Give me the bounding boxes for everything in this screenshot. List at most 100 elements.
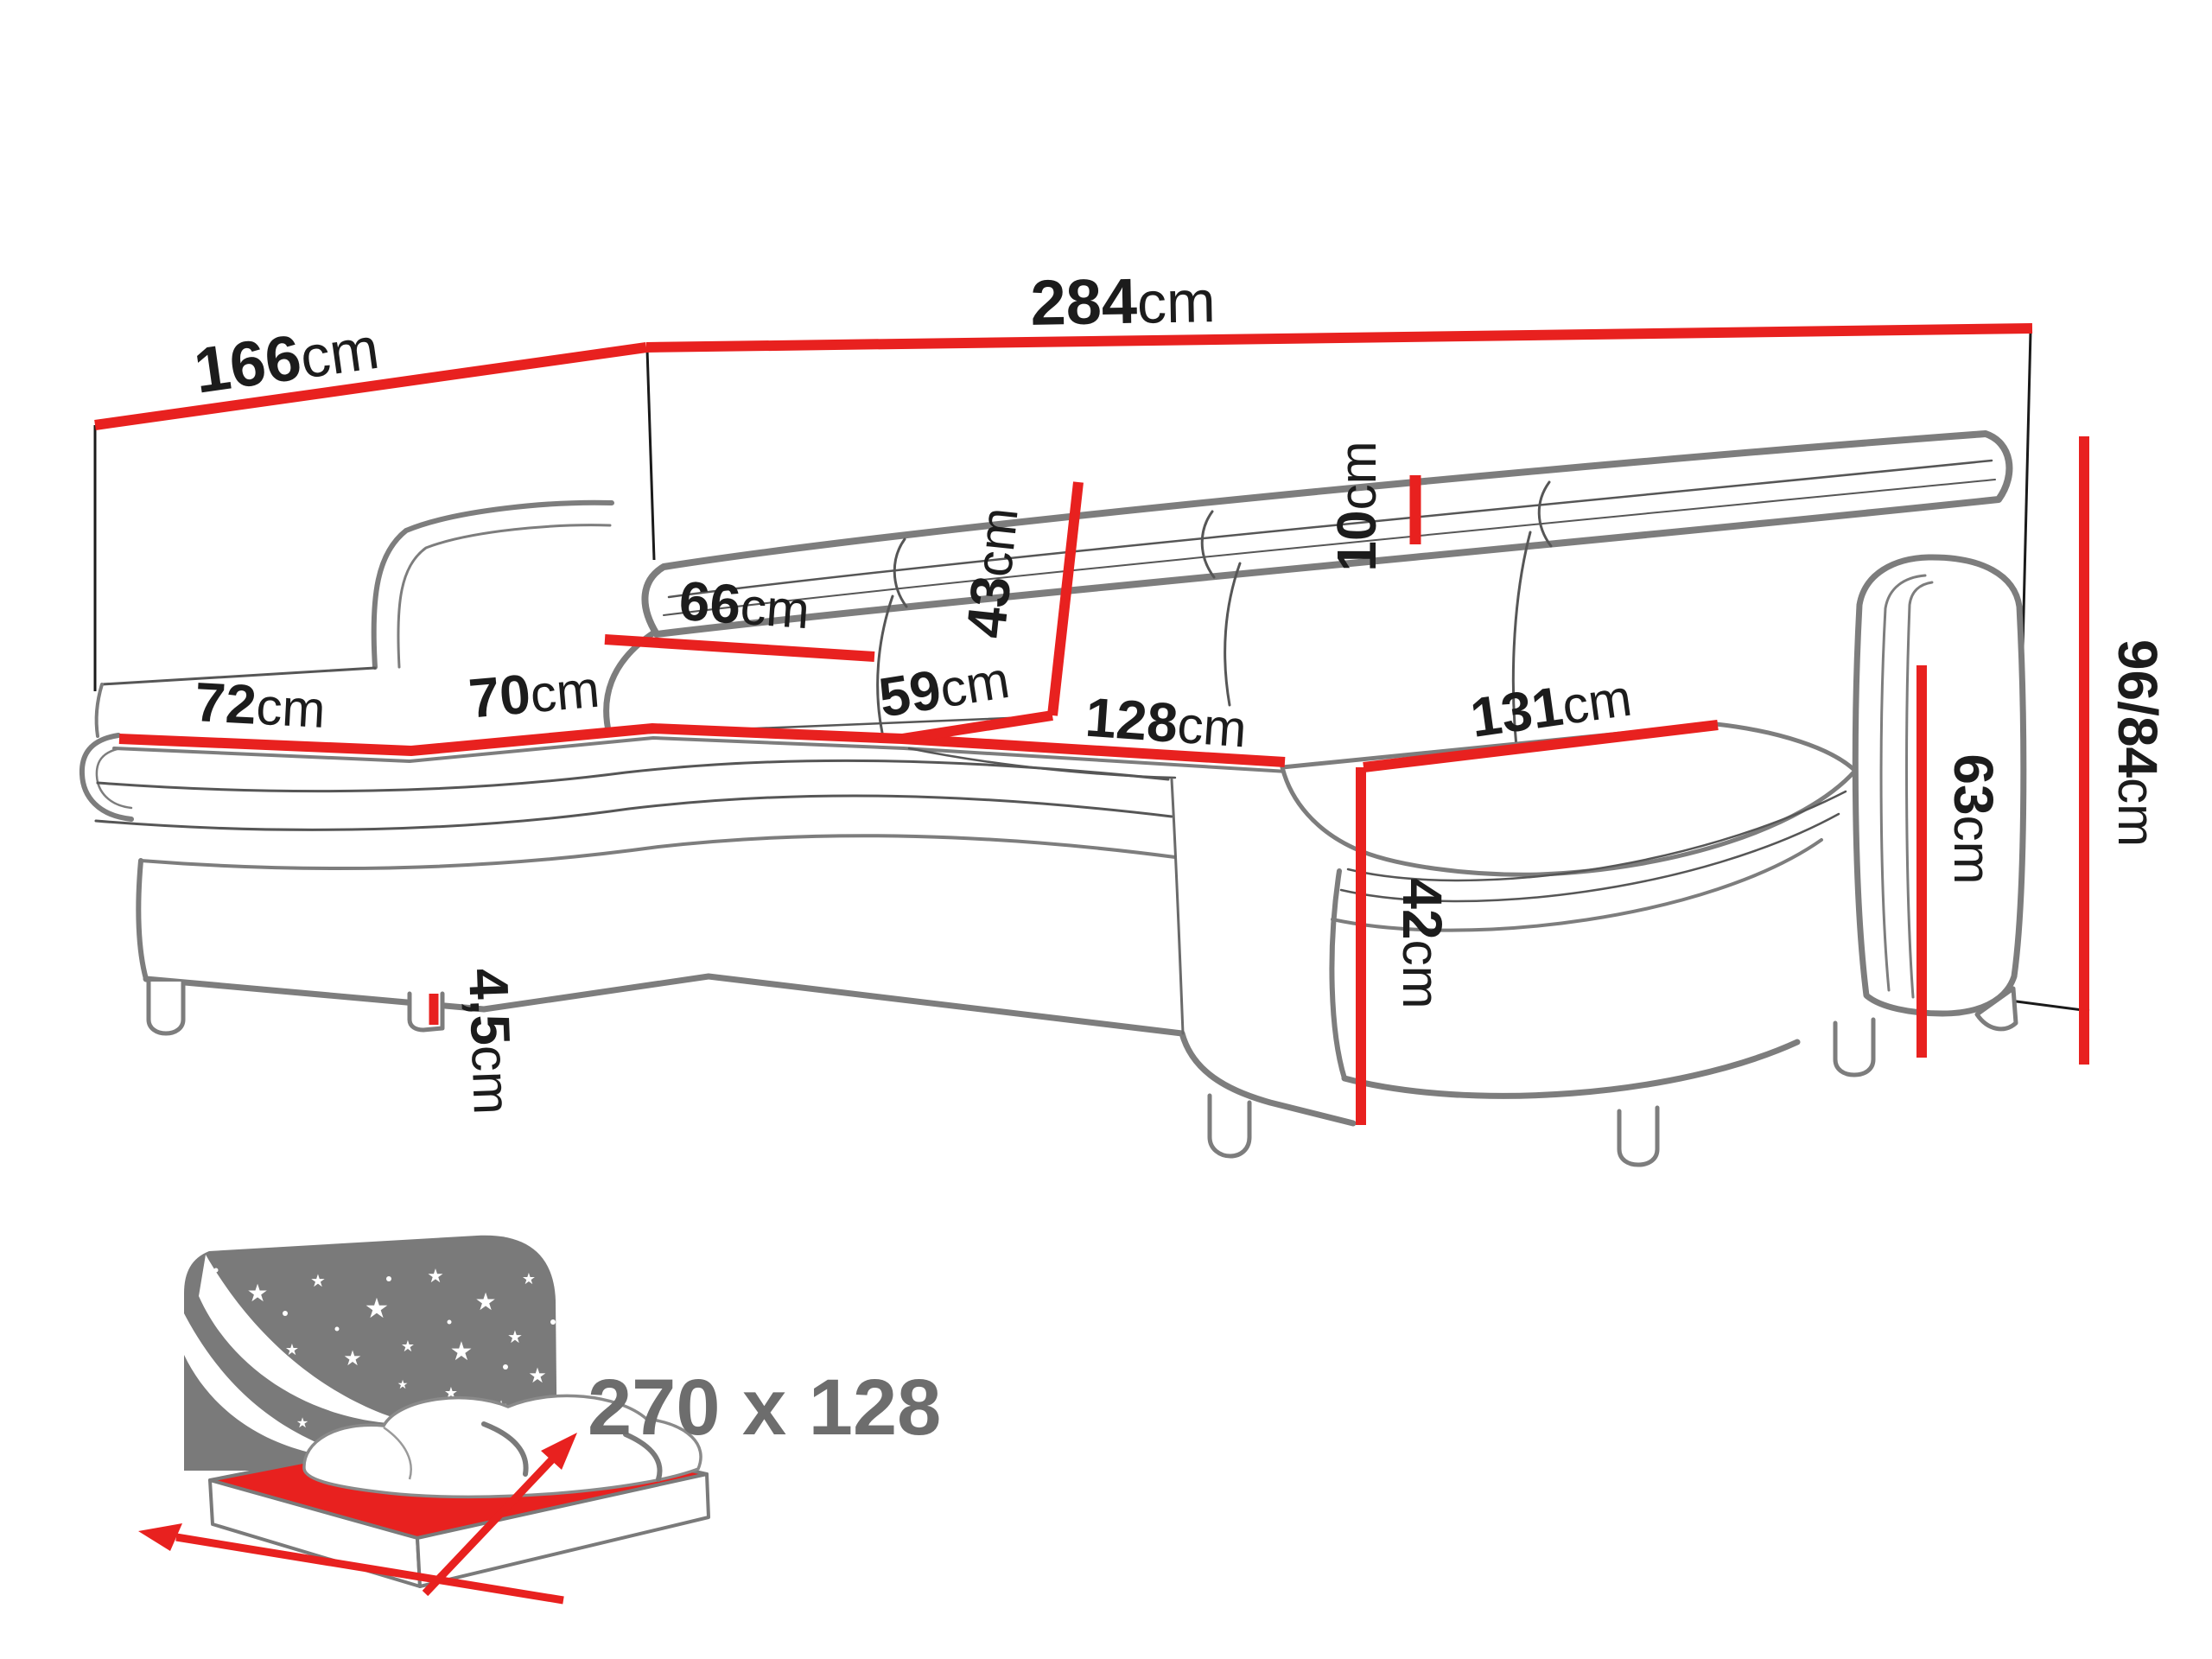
- sofa-leg: [1617, 1105, 1660, 1167]
- extension-line-top-right: [2021, 331, 2032, 649]
- left-armrest-outer: [371, 499, 614, 670]
- headrest-seam: [667, 459, 1993, 599]
- right-armrest: [1852, 554, 2027, 1017]
- star-dot: [386, 1276, 391, 1281]
- right-armrest-seam: [1905, 581, 1934, 999]
- duvet-seam: [383, 1426, 412, 1480]
- base-bottom-edge: [143, 973, 1357, 1127]
- star-icon: ★: [474, 1287, 496, 1316]
- headrest-divider: [893, 537, 908, 608]
- dimension-label-headrest: 10cm: [1325, 441, 1388, 571]
- star-dot: [503, 1364, 508, 1370]
- seat-band-bottom: [139, 834, 1177, 871]
- backrest-seam: [1224, 562, 1242, 707]
- right-chaise-base-left: [1329, 868, 1347, 1081]
- backrest-left-edge: [603, 629, 658, 738]
- headrest-divider: [1537, 480, 1553, 548]
- dimension-label-left-chaise: 72cm: [194, 671, 327, 740]
- sofa-leg: [146, 979, 186, 1036]
- star-icon: ★: [285, 1341, 299, 1359]
- backrest-seam: [876, 594, 894, 734]
- dimension-label-back-cushion: 66cm: [677, 569, 812, 640]
- star-icon: ★: [246, 1279, 268, 1307]
- star-dot: [334, 1326, 340, 1332]
- star-icon: ★: [528, 1363, 547, 1388]
- sofa-leg: [1207, 1093, 1252, 1159]
- depth-arrow: [422, 1455, 556, 1597]
- star-icon: ★: [450, 1337, 474, 1367]
- star-dot: [550, 1319, 556, 1325]
- star-icon: ★: [522, 1270, 536, 1288]
- dimension-label-right-chaise: 131cm: [1466, 665, 1635, 749]
- sofa-outline: [79, 430, 2027, 1167]
- dimension-label-seat-depth: 59cm: [874, 647, 1014, 729]
- right-chaise-seam: [1346, 790, 1847, 882]
- stars-decoration: ★ ★ ★ ★ ★ ★ ★ ★ ★ ★ ★ ★ ★ ★ ★ ★ ★ ★: [213, 1266, 556, 1439]
- right-chaise-base-bottom: [1341, 1039, 1801, 1099]
- dimension-label-total-width: 284cm: [1030, 264, 1217, 339]
- corner-seat-seam: [907, 747, 1177, 779]
- right-armrest-seam: [1879, 574, 1927, 992]
- star-icon: ★: [310, 1270, 326, 1291]
- star-icon: ★: [427, 1266, 444, 1287]
- left-chaise-front-cap-inner: [95, 747, 133, 810]
- dimension-line-total-width: [645, 323, 2033, 353]
- dimension-label-side-depth: 166cm: [190, 310, 384, 407]
- star-icon: ★: [343, 1346, 362, 1370]
- star-icon: ★: [507, 1326, 523, 1347]
- depth-arrow-head: [541, 1433, 577, 1470]
- dimension-line-right-chaise: [1363, 720, 1719, 772]
- headrest-roll: [641, 430, 2013, 638]
- width-arrow-head: [138, 1523, 182, 1551]
- right-chaise-band-bottom: [1331, 838, 1823, 932]
- sofa-leg: [1974, 986, 2018, 1032]
- dimension-label-left-seat: 70cm: [467, 657, 602, 730]
- star-icon: ★: [296, 1414, 308, 1431]
- dimension-line-seat-depth: [901, 710, 1053, 744]
- dimension-labels: 166cm 284cm 10cm 66cm 43cm 72cm 70cm 59c…: [190, 264, 2169, 1116]
- dimension-line-side-depth: [94, 342, 647, 430]
- seat-face-seam: [94, 794, 1173, 831]
- dimension-label-seat-height: 42cm: [1391, 878, 1453, 1008]
- dimension-label-overall-height: 96/84cm: [2107, 639, 2169, 847]
- duvet: [302, 1394, 702, 1499]
- star-icon: ★: [365, 1292, 390, 1325]
- extension-line-top-left: [645, 348, 656, 561]
- left-chaise-back-edge: [100, 666, 377, 686]
- star-dot: [213, 1268, 219, 1273]
- width-arrow: [175, 1533, 564, 1605]
- sofa-leg: [1833, 1017, 1876, 1077]
- dimension-label-armrest-height: 63cm: [1942, 753, 2005, 884]
- pillow-fold: [481, 1421, 529, 1477]
- star-icon: ★: [401, 1338, 415, 1356]
- moon-swoosh: [199, 1255, 415, 1425]
- dimension-label-backrest-height: 43cm: [954, 505, 1029, 641]
- left-chaise-front-cap: [79, 733, 134, 822]
- star-dot: [265, 1367, 270, 1372]
- dimension-label-center-seat: 128cm: [1084, 686, 1249, 760]
- star-icon: ★: [397, 1378, 409, 1392]
- right-chaise-seam: [1339, 812, 1840, 903]
- dimension-label-leg-height: 4,5cm: [457, 968, 524, 1116]
- left-chaise-base-left: [136, 858, 149, 982]
- star-dot: [447, 1319, 452, 1325]
- pillow-fold: [623, 1432, 663, 1482]
- bed-icon: ★ ★ ★ ★ ★ ★ ★ ★ ★ ★ ★ ★ ★ ★ ★ ★ ★ ★: [138, 1235, 710, 1605]
- dimension-lines: [94, 323, 2089, 1125]
- extension-lines: [93, 331, 2090, 1013]
- extension-line-floor-right: [2009, 999, 2090, 1013]
- mattress-right-face: [416, 1472, 710, 1588]
- moon-swoosh: [184, 1313, 363, 1459]
- left-armrest-inner: [397, 524, 612, 669]
- seat-front-edge: [112, 736, 1289, 773]
- headrest-seam: [663, 479, 1996, 616]
- seat-face-seam: [96, 759, 1170, 793]
- headrest-divider: [1200, 510, 1216, 579]
- sleeping-area-size: 270 x 128: [588, 1363, 941, 1452]
- star-dot: [283, 1311, 288, 1316]
- dimension-line-back-cushion: [604, 634, 875, 662]
- corner-front-edge: [1170, 778, 1185, 1035]
- star-icon: ★: [235, 1397, 252, 1419]
